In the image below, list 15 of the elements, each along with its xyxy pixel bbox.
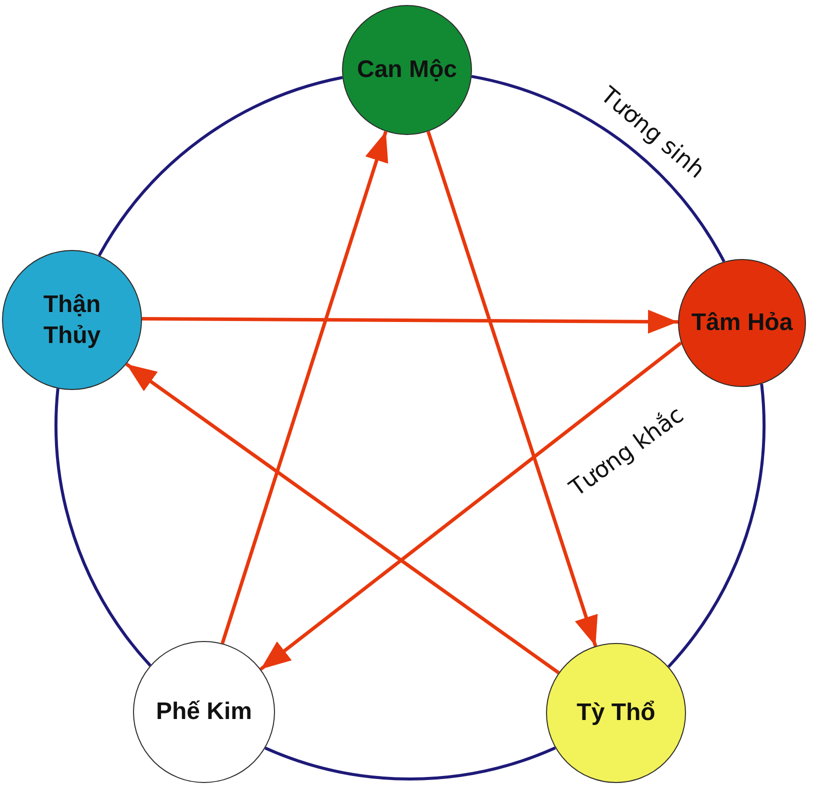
node-label: Thận Thủy xyxy=(42,290,102,351)
arrow xyxy=(260,341,682,671)
arrow xyxy=(220,130,388,644)
cycle-arc xyxy=(264,746,556,780)
cycle-arc xyxy=(54,388,152,666)
arrow xyxy=(125,362,560,674)
node-label: Can Mộc xyxy=(356,55,457,86)
node-label: Phế Kim xyxy=(156,697,252,728)
arrow xyxy=(426,130,598,647)
cycle-arc xyxy=(98,76,343,256)
arrow xyxy=(142,310,678,334)
cycle-arc xyxy=(471,74,726,262)
node-label: Tỳ Thổ xyxy=(576,698,656,728)
node-label: Tâm Hỏa xyxy=(691,308,793,338)
cycle-arc xyxy=(667,384,766,668)
